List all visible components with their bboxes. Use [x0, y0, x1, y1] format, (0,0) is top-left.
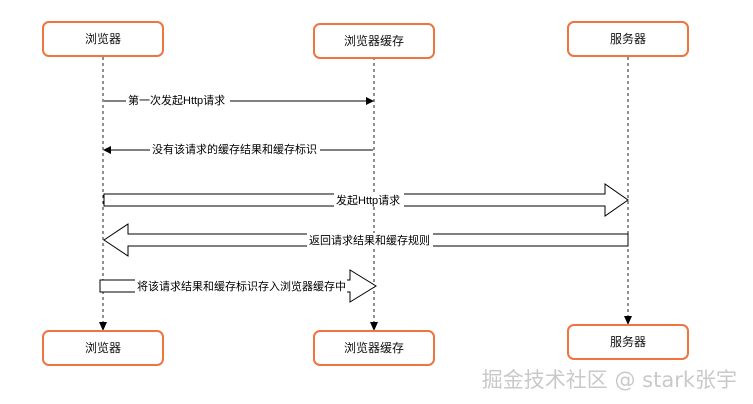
actor-cache-bottom-label: 浏览器缓存 — [344, 340, 404, 355]
message-4: 返回请求结果和缓存规则 — [103, 223, 629, 257]
message-3: 发起Http请求 — [103, 183, 629, 217]
actor-browser-bottom: 浏览器 — [42, 330, 164, 366]
message-3-label-bg — [334, 193, 404, 207]
message-1-label-bg — [126, 93, 230, 107]
message-5-label: 将该请求结果和缓存标识存入浏览器缓存中 — [137, 279, 346, 293]
watermark: 掘金技术社区 @ stark张宇 — [481, 368, 737, 392]
actor-cache-bottom: 浏览器缓存 — [313, 330, 435, 366]
message-4-label: 返回请求结果和缓存规则 — [309, 233, 430, 247]
actor-server-top-label: 服务器 — [610, 31, 646, 46]
message-3-label: 发起Http请求 — [336, 193, 400, 207]
message-1: 第一次发起Http请求 — [104, 93, 374, 107]
actor-server-bottom: 服务器 — [567, 324, 689, 360]
lifeline-cache-end-arrow — [370, 322, 378, 331]
lifeline-server-end-arrow — [624, 316, 632, 325]
actor-server-bottom-label: 服务器 — [610, 334, 646, 349]
message-5-label-bg — [135, 279, 347, 293]
actor-cache-top: 浏览器缓存 — [313, 23, 435, 59]
lifeline-browser-end-arrow — [99, 322, 107, 331]
message-2-label: 没有该请求的缓存结果和缓存标识 — [152, 142, 317, 156]
actor-cache-top-label: 浏览器缓存 — [344, 33, 404, 48]
message-1-label: 第一次发起Http请求 — [128, 93, 225, 107]
message-4-label-bg — [307, 233, 433, 247]
message-5: 将该请求结果和缓存标识存入浏览器缓存中 — [99, 269, 377, 303]
actor-browser-top: 浏览器 — [42, 21, 164, 57]
actor-browser-top-label: 浏览器 — [85, 31, 121, 46]
message-2-label-bg — [150, 142, 320, 156]
actor-browser-bottom-label: 浏览器 — [85, 340, 121, 355]
actor-server-top: 服务器 — [567, 21, 689, 57]
message-2: 没有该请求的缓存结果和缓存标识 — [103, 142, 373, 156]
